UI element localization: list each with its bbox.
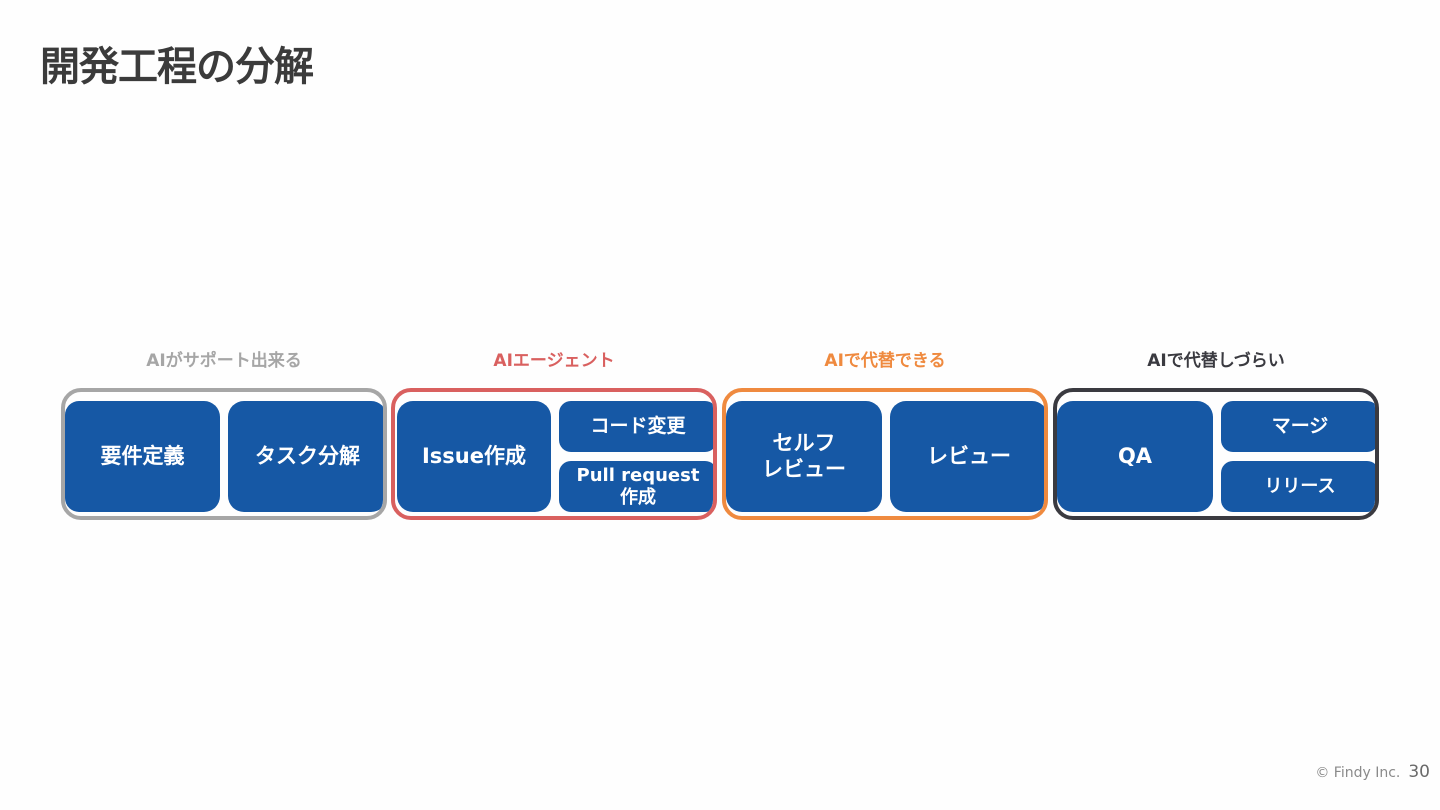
group-label-ai-replaceable: AIで代替できる: [824, 351, 946, 371]
box-label: QA: [1117, 443, 1153, 468]
box-review: レビュー: [890, 401, 1044, 512]
group-frame-ai-hard-to-replace: QA マージ リリース: [1053, 388, 1379, 520]
box-label: 要件定義: [100, 443, 185, 468]
box-code-change: コード変更: [559, 401, 713, 452]
box-release: リリース: [1221, 461, 1375, 512]
box-requirements-definition: 要件定義: [65, 401, 220, 512]
box-task-breakdown: タスク分解: [228, 401, 383, 512]
footer: © Findy Inc. 30: [1315, 762, 1430, 782]
group-label-ai-hard-to-replace: AIで代替しづらい: [1147, 351, 1285, 371]
box-label: Issue作成: [421, 443, 526, 468]
box-merge: マージ: [1221, 401, 1375, 452]
group-label-ai-agent: AIエージェント: [493, 351, 615, 371]
box-label: コード変更: [590, 415, 686, 438]
box-label: Pull request 作成: [576, 464, 700, 508]
box-label: セルフ レビュー: [762, 431, 846, 481]
box-label: リリース: [1264, 475, 1336, 497]
copyright-text: © Findy Inc.: [1315, 765, 1401, 781]
box-self-review: セルフ レビュー: [726, 401, 882, 512]
group-frame-ai-replaceable: セルフ レビュー レビュー: [722, 388, 1048, 520]
box-label: マージ: [1271, 415, 1329, 438]
box-label: タスク分解: [255, 443, 360, 468]
box-label: レビュー: [927, 443, 1011, 468]
box-qa: QA: [1057, 401, 1213, 512]
box-issue-creation: Issue作成: [397, 401, 551, 512]
box-pull-request-creation: Pull request 作成: [559, 461, 713, 512]
page-title: 開発工程の分解: [40, 44, 314, 90]
group-label-ai-support: AIがサポート出来る: [146, 351, 302, 371]
group-frame-ai-support: 要件定義 タスク分解: [61, 388, 387, 520]
group-frame-ai-agent: Issue作成 コード変更 Pull request 作成: [391, 388, 717, 520]
page-number: 30: [1408, 762, 1430, 782]
